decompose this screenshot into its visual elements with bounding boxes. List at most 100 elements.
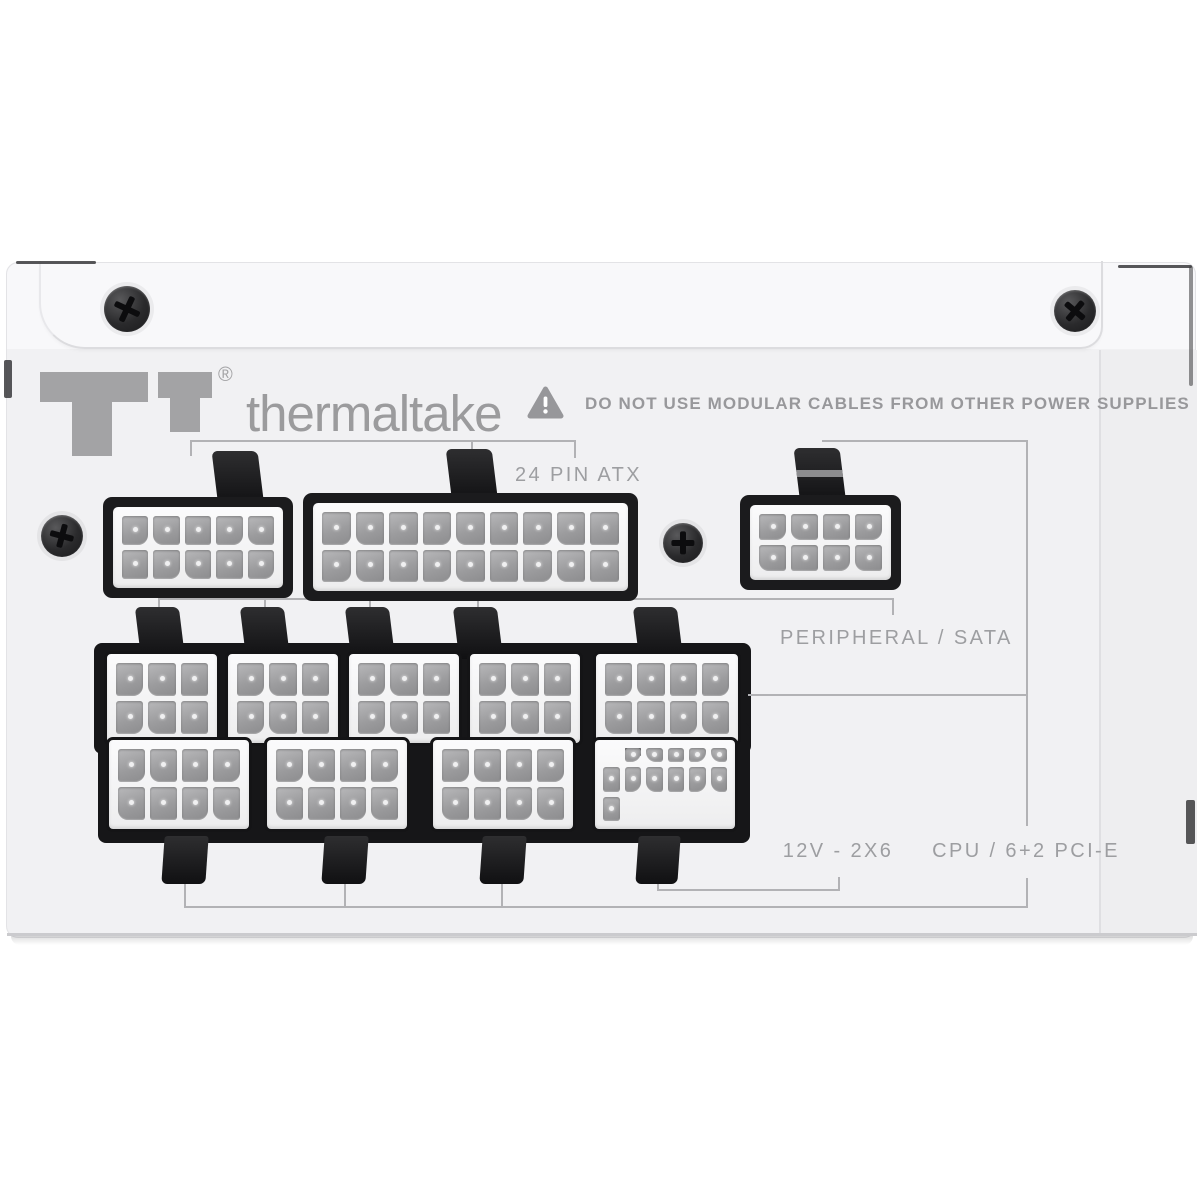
pin-cavity xyxy=(247,516,274,545)
pin-cavity xyxy=(116,663,144,696)
pin-cavity xyxy=(358,701,386,734)
pin-cavity xyxy=(669,663,697,696)
pin-cavity xyxy=(456,512,485,545)
pin-cavity xyxy=(855,514,882,540)
pin-cavity xyxy=(710,767,727,792)
warning-row: DO NOT USE MODULAR CABLES FROM OTHER POW… xyxy=(527,386,1190,419)
leader-mid-corner xyxy=(892,598,894,615)
pin-cavity xyxy=(213,787,240,820)
leader-mid-tick-2 xyxy=(264,598,266,612)
pin-cavity xyxy=(339,749,367,782)
pin-cavity xyxy=(301,701,329,734)
pin-cavity xyxy=(511,663,539,696)
pin-cavity xyxy=(537,749,564,782)
pin-cavity xyxy=(473,787,501,820)
pin-cavity xyxy=(116,701,144,734)
panel-lip-seam xyxy=(39,261,1103,349)
pin-cavity xyxy=(153,550,180,579)
pin-cavity xyxy=(389,549,418,582)
pin-cavity xyxy=(389,512,418,545)
leader-cpu-branch-h xyxy=(748,694,1028,696)
leader-hpwr-tick-v xyxy=(657,882,659,891)
pin-cavity xyxy=(605,701,633,734)
pin-cavity xyxy=(118,749,145,782)
panel-right-side xyxy=(1099,350,1197,936)
connector-cpu-pcie-8pin-d xyxy=(264,737,410,832)
pin-cavity xyxy=(269,701,297,734)
pin-cavity xyxy=(358,663,386,696)
panel-bottom-edge xyxy=(7,933,1197,936)
pin-cavity xyxy=(149,749,177,782)
leader-bottom-tick-3 xyxy=(501,882,503,908)
pin-cavity xyxy=(276,787,303,820)
pin-cavity xyxy=(667,767,684,792)
leader-mid-tick-3 xyxy=(369,598,371,612)
connector-peripheral-6pin-4 xyxy=(467,651,583,746)
pin-cavity xyxy=(543,663,571,696)
case-notch-left xyxy=(4,360,12,398)
pin-cavity xyxy=(701,701,729,734)
pin-cavity xyxy=(689,748,706,762)
registered-trademark: ® xyxy=(218,364,233,386)
pin-cavity xyxy=(181,749,209,782)
pin-cavity xyxy=(153,516,180,545)
pin-cavity xyxy=(791,514,818,540)
pin-cavity xyxy=(371,787,398,820)
pin-cavity xyxy=(213,749,240,782)
case-edge-top-left xyxy=(16,261,96,264)
tab-gray-band xyxy=(796,469,844,477)
connector-atx-18pin xyxy=(303,493,638,601)
pin-cavity xyxy=(148,701,176,734)
leader-atx-tick-left xyxy=(190,440,192,456)
housing-atx-18pin xyxy=(313,503,628,591)
pin-cavity xyxy=(118,787,145,820)
screw-3 xyxy=(41,515,83,557)
pin-cavity xyxy=(371,749,398,782)
pin-cavity xyxy=(511,701,539,734)
screw-1 xyxy=(104,286,150,332)
pin-cavity xyxy=(637,701,665,734)
connector-peripheral-6pin-3 xyxy=(346,651,462,746)
pin-cavity xyxy=(505,787,533,820)
pin-cavity xyxy=(605,663,633,696)
panel-top-strip xyxy=(7,263,1195,349)
connector-tab-cpu-pcie-8pin-e xyxy=(479,836,527,884)
warning-triangle-icon xyxy=(527,386,564,419)
leader-atx-tick-right xyxy=(574,440,576,458)
pin-cavity xyxy=(556,512,586,545)
pin-cavity xyxy=(181,787,209,820)
pin-cavity xyxy=(669,701,697,734)
pin-cavity xyxy=(276,749,303,782)
screw-4 xyxy=(663,523,703,563)
pin-cavity xyxy=(216,516,243,545)
pin-cavity xyxy=(759,514,786,540)
connector-cpu-pcie-8pin-c xyxy=(106,737,252,832)
case-edge-right xyxy=(1189,266,1193,386)
pin-cavity xyxy=(422,512,452,545)
pin-cavity xyxy=(855,545,882,571)
connector-cpu-pcie-8pin-e xyxy=(430,737,576,832)
pin-cavity xyxy=(479,701,507,734)
pin-cavity xyxy=(701,663,729,696)
pin-cavity xyxy=(339,787,367,820)
pin-cavity xyxy=(710,748,727,762)
warning-text: DO NOT USE MODULAR CABLES FROM OTHER POW… xyxy=(585,393,1190,413)
label-cpu-6plus2-pcie: CPU / 6+2 PCI-E xyxy=(932,840,1120,862)
pin-cavity xyxy=(646,748,663,762)
pin-cavity xyxy=(422,663,450,696)
leader-hpwr-up-v xyxy=(838,877,840,891)
pin-cavity xyxy=(307,787,335,820)
case-edge-top-right xyxy=(1118,265,1192,268)
label-12v-2x6: 12V - 2X6 xyxy=(782,840,894,862)
pin-cavity xyxy=(523,512,552,545)
connector-cpu-pcie-8pin-a xyxy=(740,495,901,590)
pin-cavity xyxy=(473,749,501,782)
leader-cpu8-bracket-h xyxy=(822,440,1028,442)
pin-cavity xyxy=(148,663,176,696)
connector-tab-hpwr-12v-2x6 xyxy=(635,836,681,884)
leader-cpu-vertical xyxy=(1026,440,1028,826)
pin-cavity xyxy=(269,663,297,696)
pin-cavity xyxy=(122,516,149,545)
case-notch-right xyxy=(1186,800,1195,844)
